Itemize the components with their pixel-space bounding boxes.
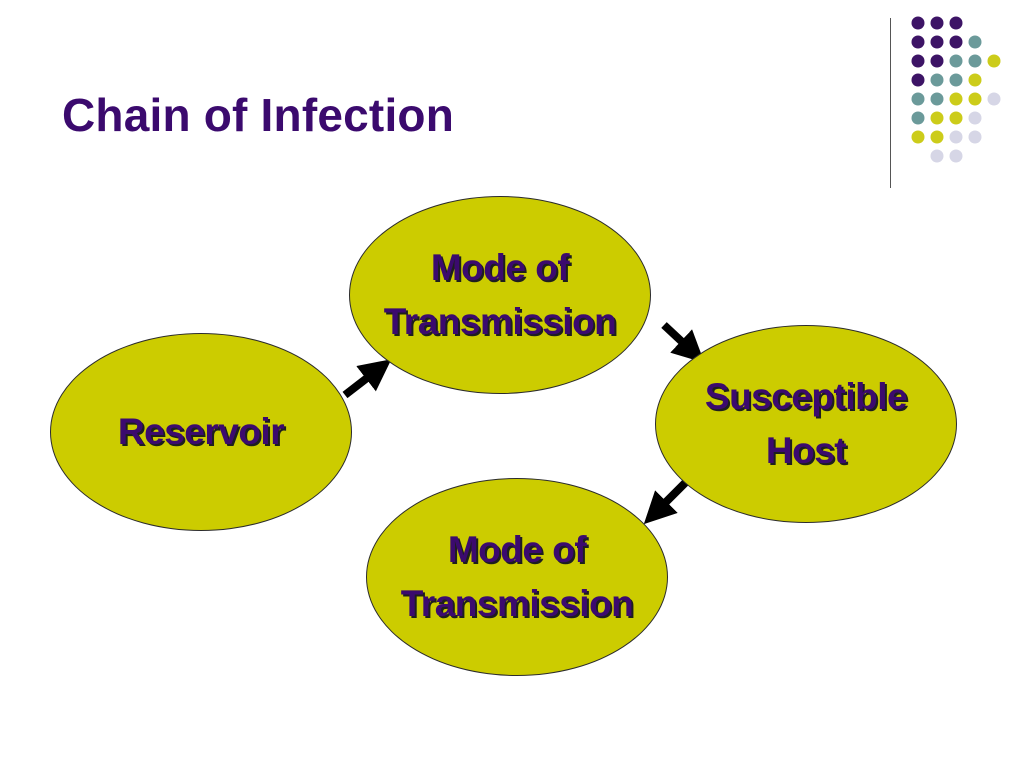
decorative-dot — [968, 54, 982, 68]
decorative-dot — [930, 111, 944, 125]
decorative-dot — [930, 149, 944, 163]
node-mode-of-transmission-top: Mode of Transmission — [349, 196, 651, 394]
decorative-dot — [911, 35, 925, 49]
decorative-dot — [987, 92, 1001, 106]
decorative-dot — [949, 111, 963, 125]
decorative-dot — [949, 149, 963, 163]
decorative-dot — [911, 92, 925, 106]
decorative-dot — [930, 35, 944, 49]
decorative-dot — [949, 16, 963, 30]
node-label: Mode of Transmission — [383, 247, 617, 342]
node-label: Mode of Transmission — [400, 529, 634, 624]
decorative-dot — [949, 73, 963, 87]
node-mode-of-transmission-bottom: Mode of Transmission — [366, 478, 668, 676]
decorative-dot — [968, 130, 982, 144]
decorative-dot — [911, 54, 925, 68]
decorative-dot — [911, 16, 925, 30]
decorative-dot — [949, 92, 963, 106]
decorative-dot — [949, 54, 963, 68]
decorative-dot — [968, 73, 982, 87]
decorative-dot — [930, 92, 944, 106]
node-reservoir: Reservoir — [50, 333, 352, 531]
decorative-dot — [911, 111, 925, 125]
arrow-transmission-to-host — [661, 322, 705, 363]
decorative-dot — [949, 35, 963, 49]
decorative-dot — [930, 54, 944, 68]
decorative-dot — [911, 73, 925, 87]
decorative-dot — [930, 130, 944, 144]
decorative-dot — [911, 130, 925, 144]
slide-title: Chain of Infection — [62, 89, 455, 141]
title-divider-line — [890, 18, 891, 188]
decorative-dot — [930, 73, 944, 87]
decorative-dot — [930, 16, 944, 30]
decorative-dot — [949, 130, 963, 144]
decorative-dot — [968, 35, 982, 49]
decorative-dot — [968, 111, 982, 125]
node-susceptible-host: Susceptible Host — [655, 325, 957, 523]
node-label: Susceptible Host — [704, 376, 908, 471]
decorative-dot — [968, 92, 982, 106]
decorative-dot — [987, 54, 1001, 68]
node-label: Reservoir — [117, 411, 285, 452]
arrow-reservoir-to-transmission — [342, 359, 392, 399]
